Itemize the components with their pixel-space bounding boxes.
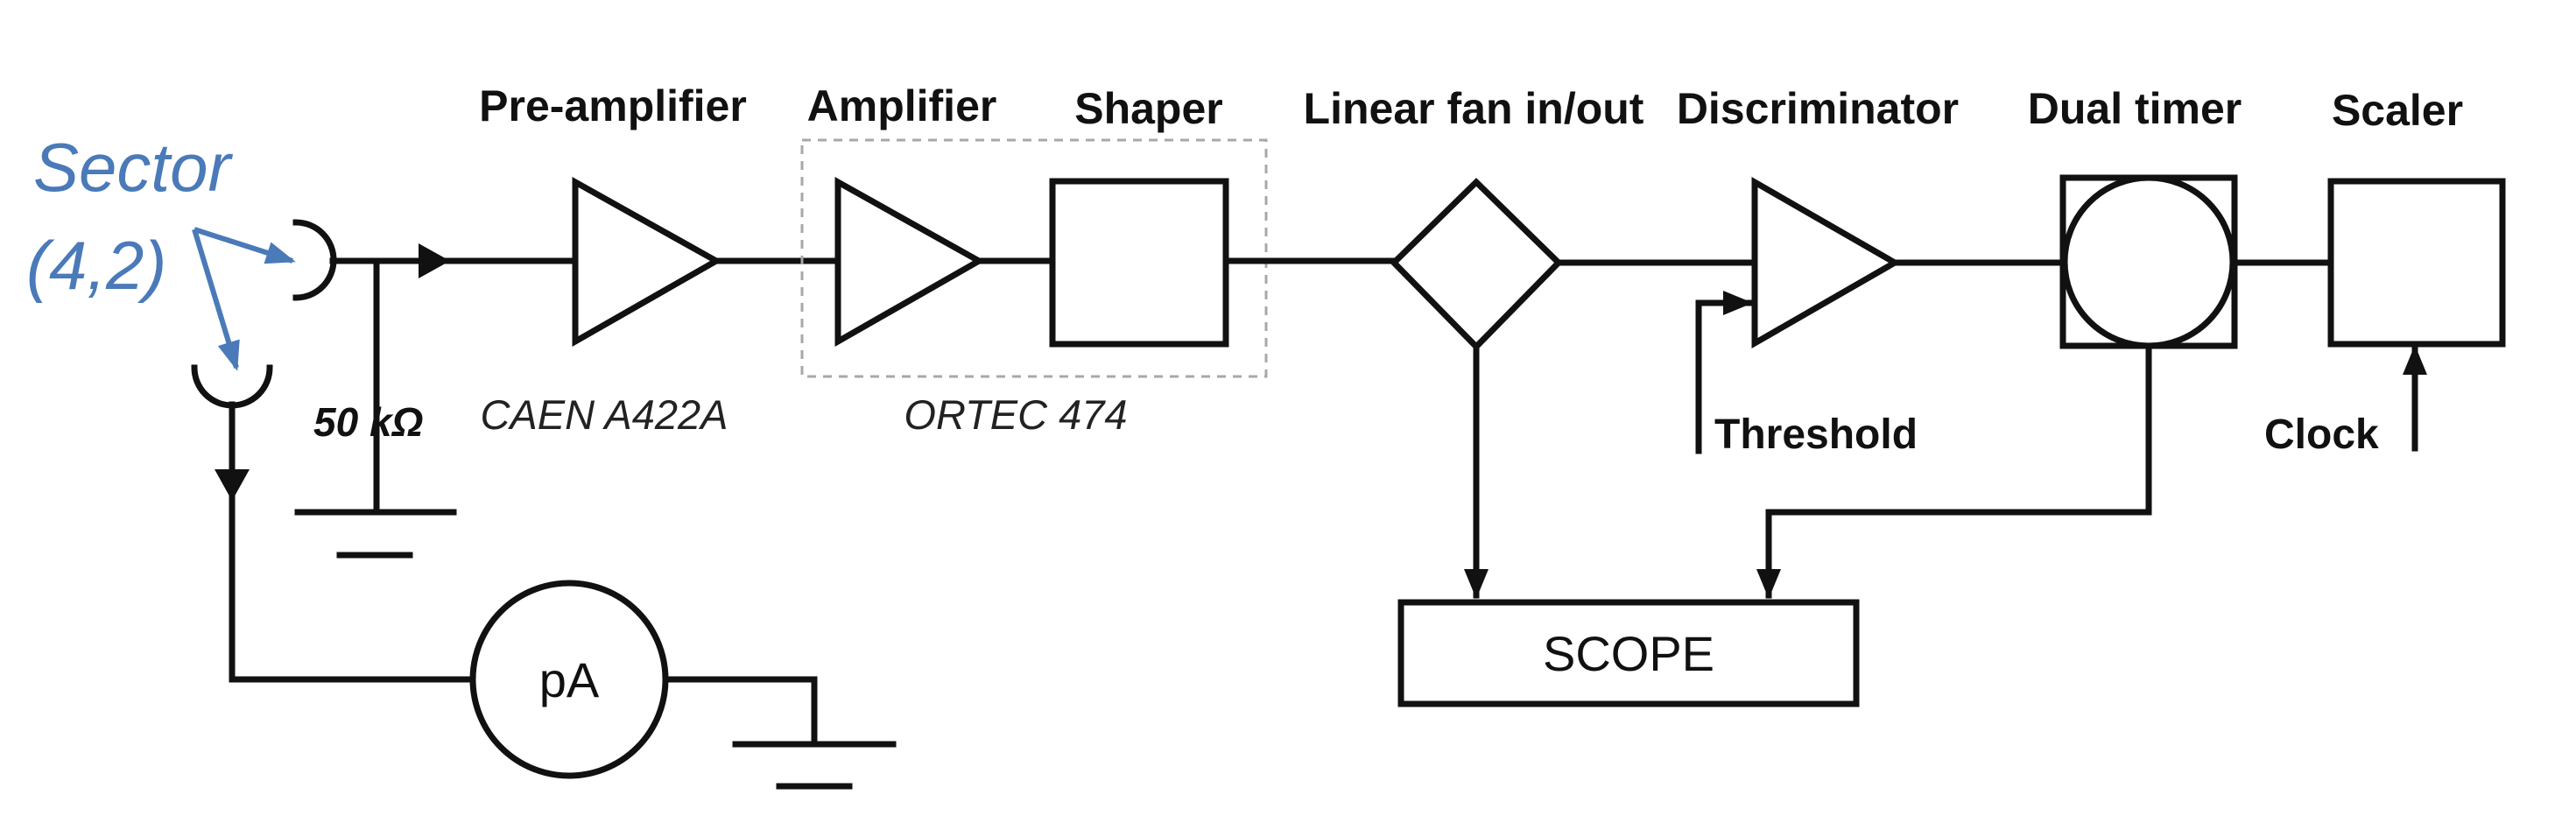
amplifier-label: Amplifier xyxy=(807,81,997,130)
scope-label: SCOPE xyxy=(1543,626,1714,681)
collector-cup-lower xyxy=(191,364,273,409)
preamp-triangle xyxy=(572,177,723,348)
resistor-label: 50 kΩ xyxy=(313,399,423,445)
sector-label: Sector xyxy=(33,129,233,206)
amp-shaper-module-outline xyxy=(800,138,1268,378)
scope-box xyxy=(1397,599,1860,707)
preamp-model-label: CAEN A422A xyxy=(480,391,728,438)
signal-direction-arrow xyxy=(419,243,450,278)
discriminator-triangle xyxy=(1751,176,1902,349)
dual-timer-circle xyxy=(2061,174,2236,349)
preamp-label: Pre-amplifier xyxy=(479,81,747,130)
threshold-wire xyxy=(1695,291,1753,454)
linear-fan-diamond xyxy=(1390,178,1563,352)
dual-timer-label: Dual timer xyxy=(2028,84,2242,133)
scaler-box xyxy=(2327,178,2506,348)
scaler-label: Scaler xyxy=(2332,86,2463,135)
shaper-box xyxy=(1049,178,1229,348)
collector-cup-upper xyxy=(292,219,337,301)
current-direction-arrow xyxy=(215,469,250,501)
sector-pointer-arrow-lower xyxy=(192,229,240,371)
sector-pointer-arrow-upper xyxy=(194,227,296,264)
shaper-label: Shaper xyxy=(1074,84,1223,133)
clock-label: Clock xyxy=(2264,411,2379,458)
picoammeter-label: pA xyxy=(539,652,600,707)
sector-coordinates-label: (4,2) xyxy=(26,227,166,304)
amplifier-triangle xyxy=(834,177,986,348)
amp-shaper-model-label: ORTEC 474 xyxy=(904,391,1127,438)
threshold-label: Threshold xyxy=(1714,411,1918,458)
discriminator-label: Discriminator xyxy=(1677,84,1959,133)
wire-timer-to-scope xyxy=(1756,342,2152,599)
linear-fan-label: Linear fan in/out xyxy=(1304,84,1644,133)
